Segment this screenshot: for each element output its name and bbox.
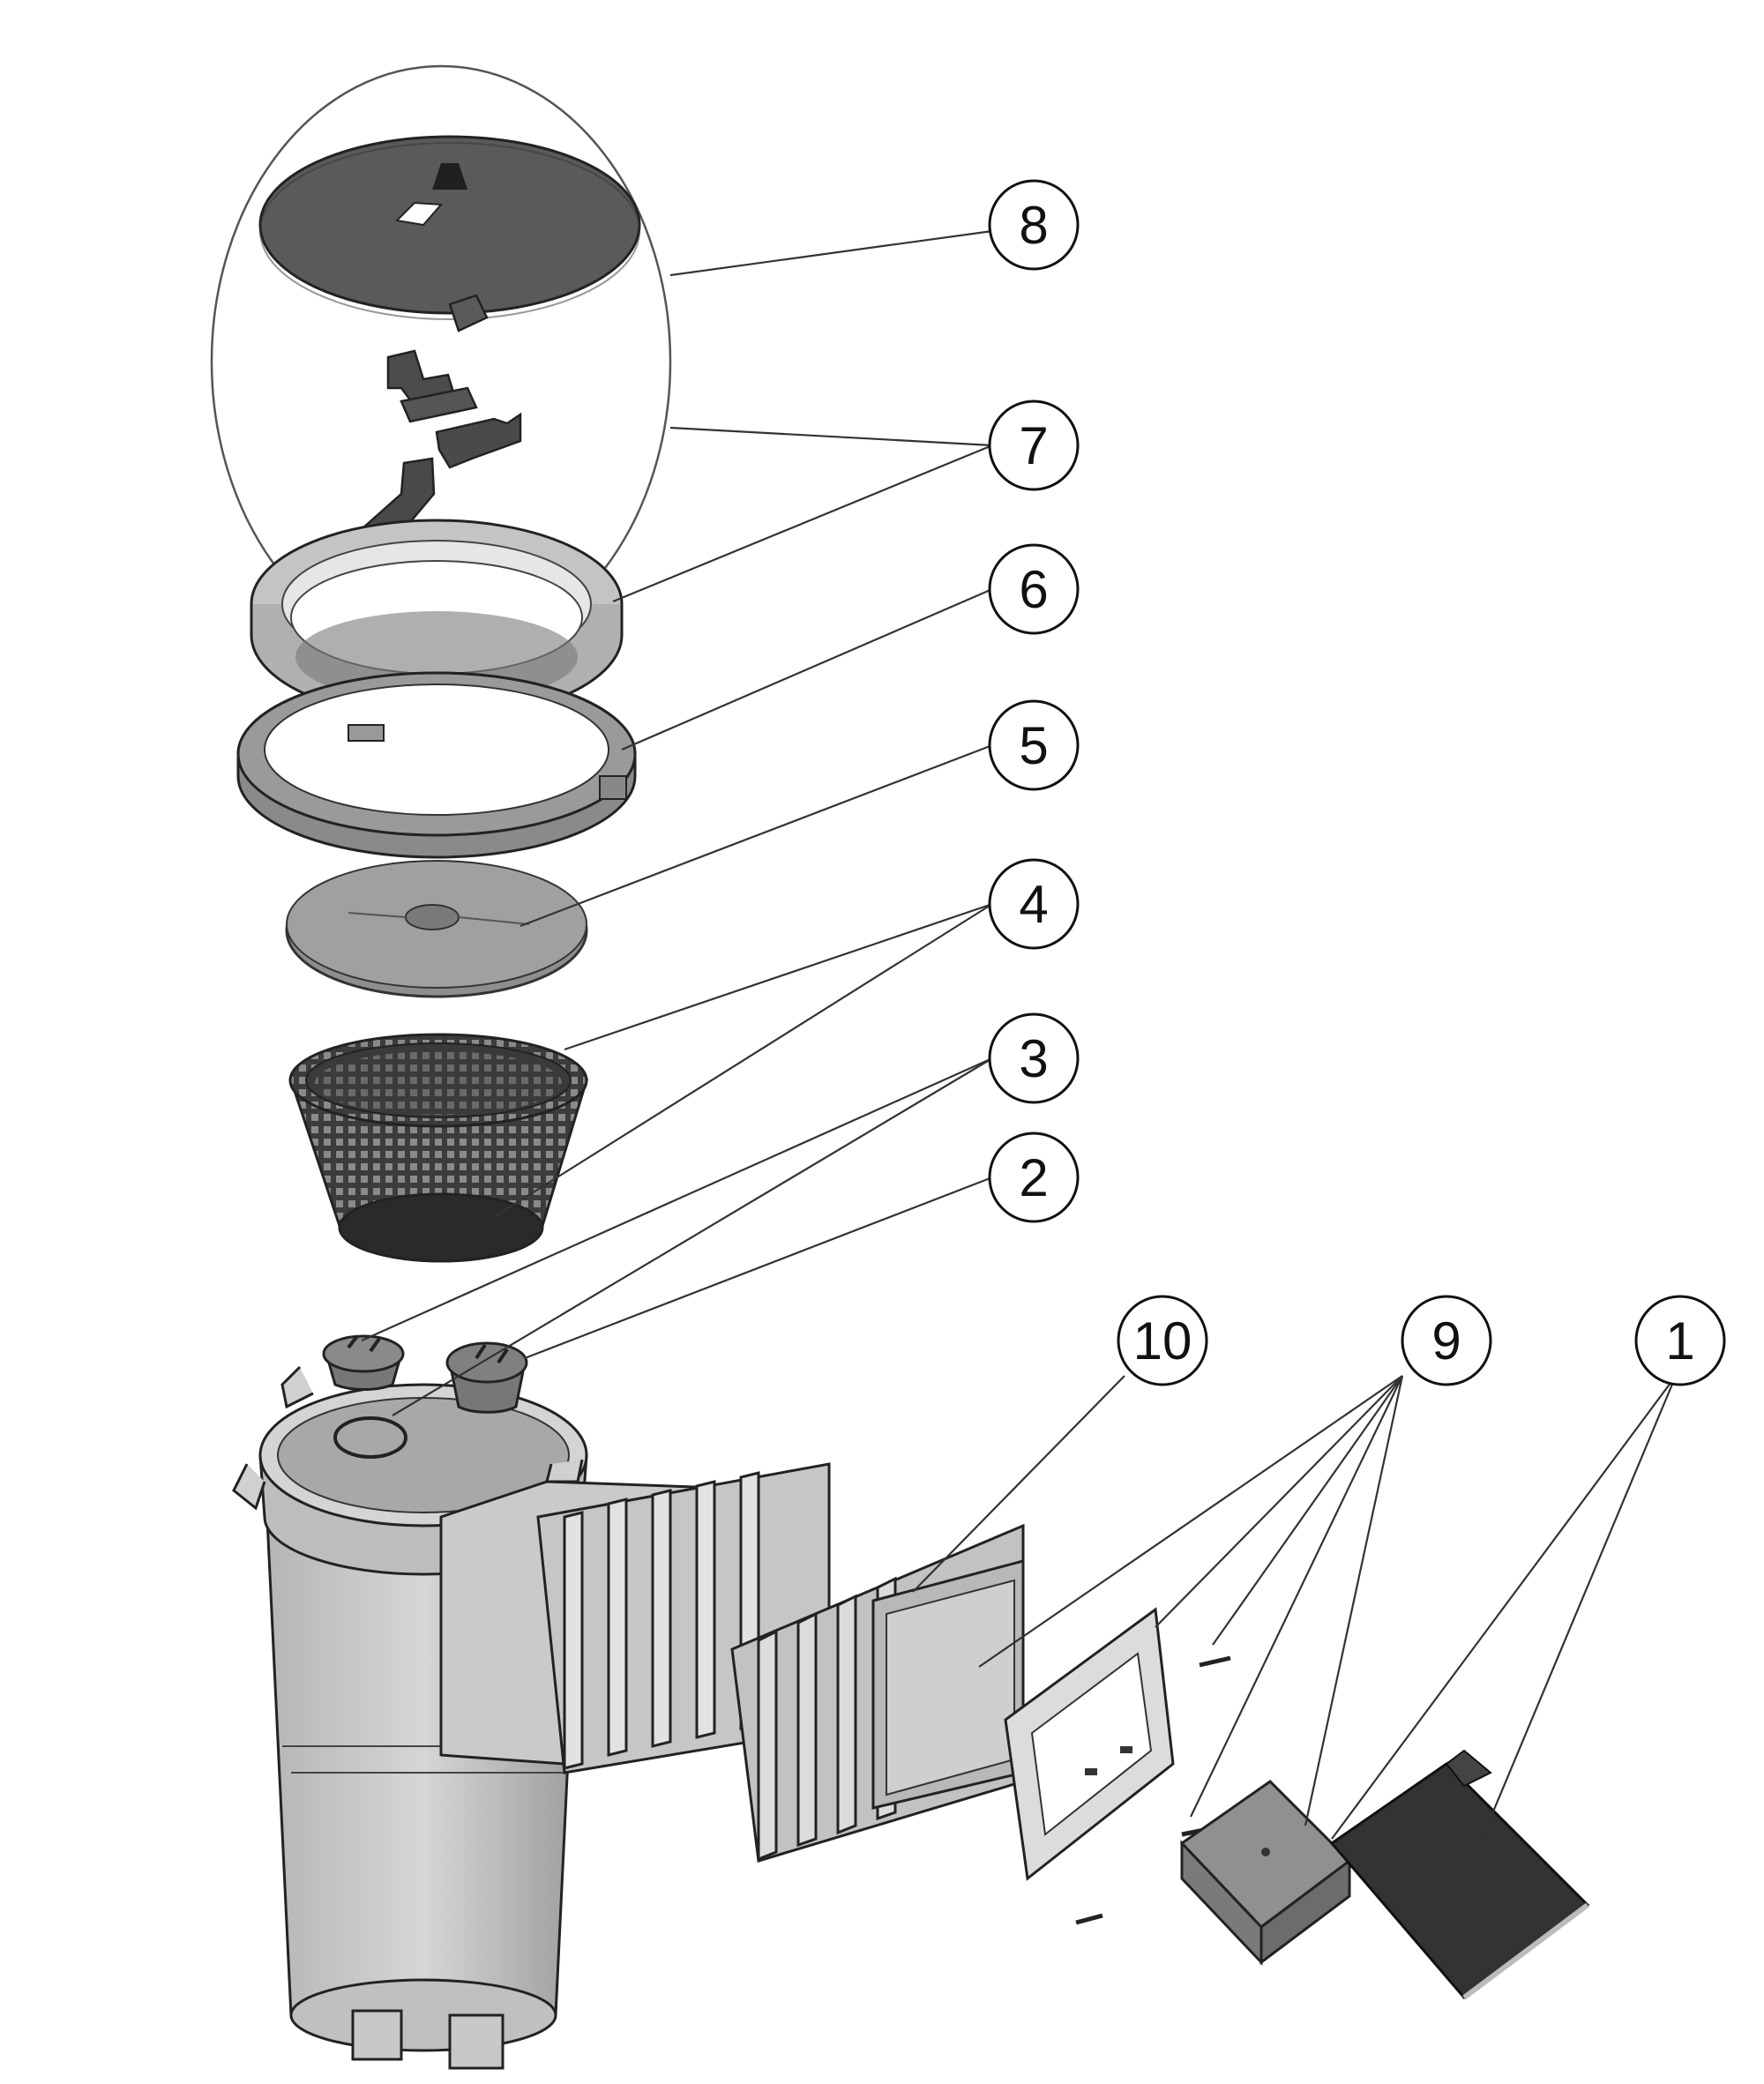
callout-5-label: 5 — [1019, 716, 1048, 775]
cover-plate-9 — [1179, 1780, 1352, 1966]
basket-4 — [288, 1033, 589, 1263]
callout-6-label: 6 — [1019, 560, 1048, 619]
lid-part-8 — [258, 135, 641, 320]
callout-3: 3 — [988, 1012, 1080, 1104]
callout-4-label: 4 — [1019, 875, 1048, 934]
callout-3-label: 3 — [1019, 1029, 1048, 1088]
callout-8-label: 8 — [1019, 196, 1048, 255]
plug-3 — [322, 1334, 405, 1392]
callout-7-label: 7 — [1019, 416, 1048, 475]
mouth-extension-10 — [536, 1462, 1025, 1863]
callout-2-label: 2 — [1019, 1148, 1048, 1207]
collar-ring-7 — [250, 519, 624, 721]
callout-9: 9 — [1401, 1295, 1492, 1386]
callout-5: 5 — [988, 699, 1080, 791]
frame-9 — [1004, 1607, 1175, 1881]
adjustment-ring-6 — [236, 671, 637, 859]
callout-8: 8 — [988, 179, 1080, 271]
basket-cover-5 — [285, 860, 588, 998]
float-parts-7 — [360, 294, 522, 553]
callout-7: 7 — [988, 400, 1080, 491]
callout-10: 10 — [1117, 1295, 1208, 1386]
weir-flap-1 — [1329, 1749, 1590, 2000]
callout-9-label: 9 — [1431, 1311, 1461, 1371]
callout-4: 4 — [988, 858, 1080, 950]
leader-lines — [361, 229, 1678, 1840]
callout-10-label: 10 — [1133, 1311, 1192, 1371]
callout-6: 6 — [988, 543, 1080, 635]
callout-2: 2 — [988, 1132, 1080, 1223]
plug-2 — [445, 1341, 528, 1414]
callout-1: 1 — [1634, 1295, 1726, 1386]
callout-1-label: 1 — [1665, 1311, 1694, 1371]
